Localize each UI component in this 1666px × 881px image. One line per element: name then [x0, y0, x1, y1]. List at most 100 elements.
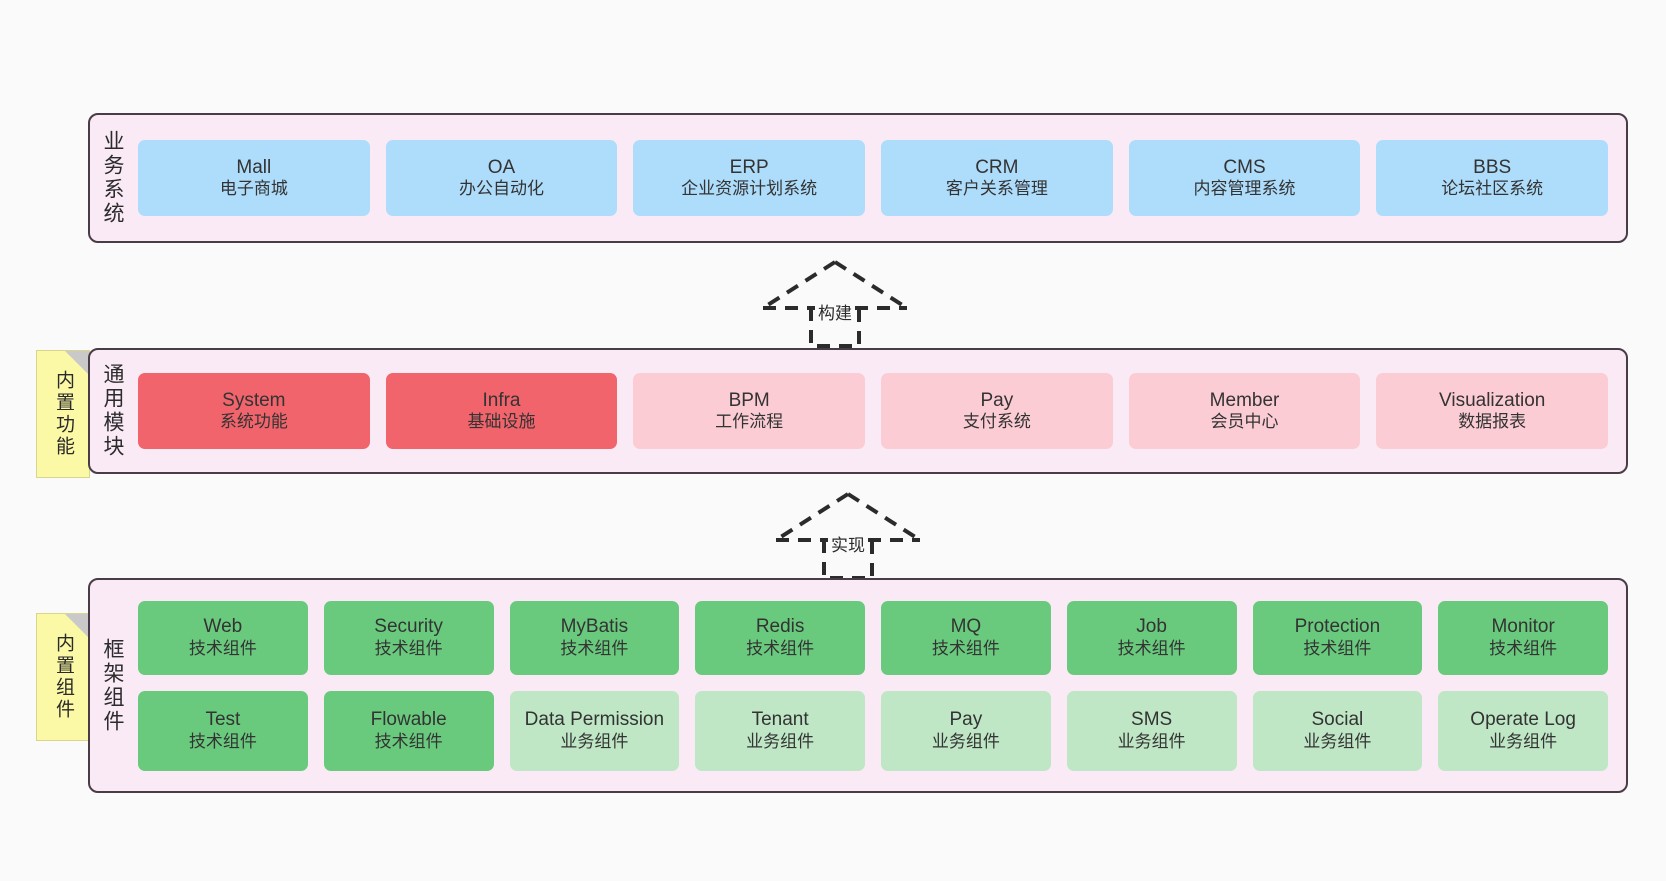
- node-subtitle: 技术组件: [1303, 638, 1372, 658]
- connector-implement-label: 实现: [831, 536, 865, 555]
- connector-build: 构建: [755, 256, 915, 351]
- node-subtitle: 技术组件: [560, 638, 629, 658]
- node-title: Infra: [482, 389, 521, 411]
- node-subtitle: 业务组件: [1303, 731, 1372, 751]
- layer-framework-component: 框架组件 Web 技术组件 Security 技术组件 MyBatis 技术组件…: [88, 578, 1628, 793]
- node-title: Tenant: [751, 709, 809, 731]
- node-title: Redis: [755, 616, 805, 638]
- node-bbs[interactable]: BBS 论坛社区系统: [1376, 140, 1609, 216]
- node-subtitle: 支付系统: [962, 412, 1031, 432]
- node-title: Mall: [236, 156, 272, 178]
- node-subtitle: 论坛社区系统: [1441, 179, 1544, 199]
- node-title: Operate Log: [1470, 709, 1576, 731]
- layer-title-text: 框架组件: [101, 637, 125, 734]
- node-subtitle: 技术组件: [931, 638, 1000, 658]
- node-subtitle: 内容管理系统: [1193, 179, 1296, 199]
- node-oa[interactable]: OA 办公自动化: [385, 140, 618, 216]
- node-title: Test: [205, 709, 241, 731]
- node-subtitle: 技术组件: [188, 731, 257, 751]
- node-subtitle: 技术组件: [374, 638, 443, 658]
- node-job[interactable]: Job 技术组件: [1066, 600, 1237, 675]
- note-text: 内置组件: [52, 633, 74, 721]
- node-title: Security: [374, 616, 443, 638]
- node-title: ERP: [729, 156, 769, 178]
- node-protection[interactable]: Protection 技术组件: [1252, 600, 1423, 675]
- node-subtitle: 技术组件: [188, 638, 257, 658]
- layer-title-framework-component: 框架组件: [90, 580, 134, 791]
- connector-build-label: 构建: [818, 304, 852, 323]
- node-title: Web: [203, 616, 243, 638]
- node-subtitle: 会员中心: [1210, 412, 1279, 432]
- node-title: Social: [1311, 709, 1364, 731]
- node-title: BBS: [1473, 156, 1512, 178]
- node-title: SMS: [1131, 709, 1173, 731]
- layer-body-framework-component: Web 技术组件 Security 技术组件 MyBatis 技术组件 Redi…: [134, 580, 1626, 791]
- node-operate-log[interactable]: Operate Log 业务组件: [1438, 690, 1608, 771]
- node-mall[interactable]: Mall 电子商城: [138, 140, 370, 216]
- node-title: Job: [1136, 616, 1167, 638]
- node-title: CRM: [975, 156, 1019, 178]
- node-social[interactable]: Social 业务组件: [1252, 690, 1423, 771]
- node-subtitle: 业务组件: [560, 731, 629, 751]
- node-subtitle: 技术组件: [1489, 638, 1558, 658]
- node-tenant[interactable]: Tenant 业务组件: [695, 690, 865, 771]
- node-title: Visualization: [1439, 389, 1546, 411]
- node-monitor[interactable]: Monitor 技术组件: [1438, 600, 1608, 675]
- node-title: Protection: [1294, 616, 1381, 638]
- node-subtitle: 业务组件: [931, 731, 1000, 751]
- node-row: Mall 电子商城 OA 办公自动化 ERP 企业资源计划系统 CRM 客户关系…: [138, 140, 1609, 216]
- node-pay[interactable]: Pay 支付系统: [881, 373, 1113, 449]
- node-web[interactable]: Web 技术组件: [138, 600, 308, 675]
- layer-title-text: 通用模块: [101, 363, 125, 459]
- note-builtin-function: 内置功能: [36, 350, 90, 478]
- layer-body-business-system: Mall 电子商城 OA 办公自动化 ERP 企业资源计划系统 CRM 客户关系…: [134, 115, 1626, 241]
- page-fold-icon: [65, 351, 89, 375]
- node-subtitle: 工作流程: [715, 412, 784, 432]
- node-title: MQ: [950, 616, 982, 638]
- node-member[interactable]: Member 会员中心: [1128, 373, 1361, 449]
- node-row: System 系统功能 Infra 基础设施 BPM 工作流程 Pay 支付系统…: [138, 373, 1609, 449]
- node-security[interactable]: Security 技术组件: [323, 600, 494, 675]
- node-title: System: [222, 389, 286, 411]
- node-subtitle: 业务组件: [746, 731, 815, 751]
- node-title: BPM: [728, 389, 770, 411]
- node-test[interactable]: Test 技术组件: [138, 690, 308, 771]
- layer-title-text: 业务系统: [101, 130, 125, 226]
- node-row: Web 技术组件 Security 技术组件 MyBatis 技术组件 Redi…: [138, 600, 1608, 675]
- node-subtitle: 基础设施: [467, 412, 536, 432]
- node-subtitle: 技术组件: [746, 638, 815, 658]
- node-mq[interactable]: MQ 技术组件: [881, 600, 1051, 675]
- node-flowable[interactable]: Flowable 技术组件: [323, 690, 494, 771]
- node-mybatis[interactable]: MyBatis 技术组件: [509, 600, 680, 675]
- node-title: MyBatis: [560, 616, 629, 638]
- node-crm[interactable]: CRM 客户关系管理: [881, 140, 1113, 216]
- layer-common-module: 通用模块 System 系统功能 Infra 基础设施 BPM 工作流程 Pay: [88, 348, 1628, 474]
- node-data-permission[interactable]: Data Permission 业务组件: [509, 690, 680, 771]
- node-erp[interactable]: ERP 企业资源计划系统: [633, 140, 866, 216]
- node-title: CMS: [1223, 156, 1266, 178]
- node-system[interactable]: System 系统功能: [138, 373, 370, 449]
- node-infra[interactable]: Infra 基础设施: [385, 373, 618, 449]
- node-title: Monitor: [1491, 616, 1555, 638]
- node-cms[interactable]: CMS 内容管理系统: [1128, 140, 1361, 216]
- node-pay-component[interactable]: Pay 业务组件: [881, 690, 1051, 771]
- node-subtitle: 系统功能: [219, 412, 288, 432]
- note-builtin-component: 内置组件: [36, 613, 90, 741]
- node-row: Test 技术组件 Flowable 技术组件 Data Permission …: [138, 690, 1608, 771]
- node-sms[interactable]: SMS 业务组件: [1066, 690, 1237, 771]
- layer-title-common-module: 通用模块: [90, 350, 134, 472]
- layer-business-system: 业务系统 Mall 电子商城 OA 办公自动化 ERP 企业资源计划系统 CRM: [88, 113, 1628, 243]
- node-redis[interactable]: Redis 技术组件: [695, 600, 865, 675]
- note-text: 内置功能: [52, 370, 74, 458]
- node-subtitle: 技术组件: [374, 731, 443, 751]
- node-subtitle: 客户关系管理: [945, 179, 1048, 199]
- connector-implement: 实现: [768, 488, 928, 583]
- node-bpm[interactable]: BPM 工作流程: [633, 373, 866, 449]
- node-title: Flowable: [370, 709, 447, 731]
- node-title: Pay: [980, 389, 1014, 411]
- node-subtitle: 技术组件: [1117, 638, 1186, 658]
- node-visualization[interactable]: Visualization 数据报表: [1376, 373, 1609, 449]
- node-subtitle: 数据报表: [1458, 412, 1527, 432]
- layer-title-business-system: 业务系统: [90, 115, 134, 241]
